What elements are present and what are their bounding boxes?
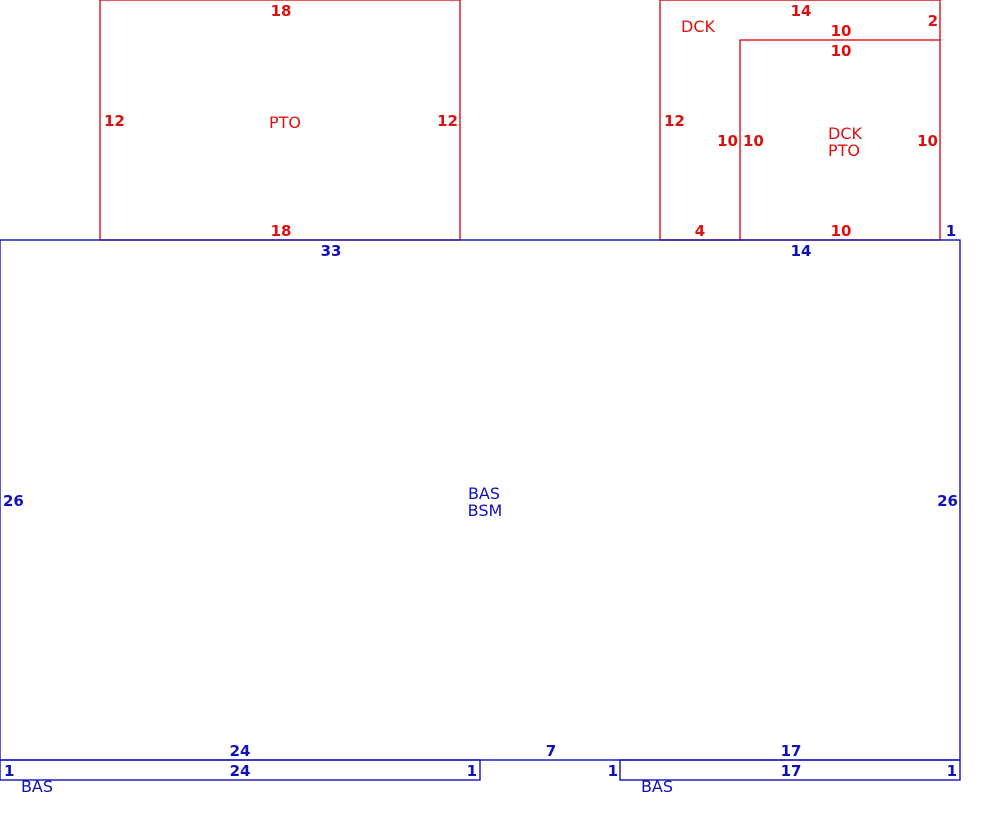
- bas-left-strip[interactable]: 24 1 1 BAS: [0, 759, 481, 796]
- deck-right-top-dim: 2: [928, 12, 938, 30]
- main-bottom-right-dim: 17: [781, 742, 802, 760]
- main-top-right-dim: 14: [791, 242, 812, 260]
- deck-pto-left-dim: 10: [743, 132, 764, 150]
- deck-bottom-dim: 4: [695, 222, 705, 240]
- bas-right-label: BAS: [641, 777, 673, 796]
- deck-pto-label-1: DCK: [828, 124, 862, 143]
- deck-pto-right-dim: 10: [917, 132, 938, 150]
- deck-outline: [659, 0, 940, 241]
- deck-pto-area[interactable]: 10 10 10 10 10 DCK PTO: [739, 22, 941, 241]
- bas-right-right-dim: 1: [947, 762, 957, 780]
- bas-left-label: BAS: [21, 777, 53, 796]
- bas-left-left-dim: 1: [4, 762, 14, 780]
- bas-right-top-dim: 17: [781, 762, 802, 780]
- bas-left-right-dim: 1: [467, 762, 477, 780]
- main-basement-area[interactable]: 33 14 26 26 BAS BSM 24 7 17: [0, 239, 961, 761]
- main-top-left-dim: 33: [321, 242, 342, 260]
- deck-pto-bottom-dim: 10: [831, 222, 852, 240]
- deck-inner-left-dim: 10: [717, 132, 738, 150]
- bas-right-strip[interactable]: 17 1 1 BAS: [608, 759, 961, 796]
- pto-left-top-dim: 18: [271, 2, 292, 20]
- bas-left-outline: [0, 759, 481, 781]
- pto-left-bottom-dim: 18: [271, 222, 292, 240]
- deck-top-dim: 14: [791, 2, 812, 20]
- main-left-dim: 26: [3, 492, 24, 510]
- pto-left-label: PTO: [269, 113, 301, 132]
- deck-left-dim: 12: [664, 112, 685, 130]
- deck-pto-label-2: PTO: [828, 141, 860, 160]
- main-label-2: BSM: [468, 501, 503, 520]
- pto-left-right-dim: 12: [437, 112, 458, 130]
- pto-left-area[interactable]: 18 12 12 18 PTO: [99, 0, 461, 241]
- main-bottom-left-dim: 24: [230, 742, 251, 760]
- deck-label: DCK: [681, 17, 715, 36]
- bas-right-outline: [619, 759, 961, 781]
- pto-left-left-dim: 12: [104, 112, 125, 130]
- deck-area[interactable]: DCK 14 2 12 10 4: [659, 0, 941, 241]
- main-right-dim: 26: [937, 492, 958, 510]
- main-label-1: BAS: [468, 484, 500, 503]
- main-bottom-mid-dim: 7: [546, 742, 556, 760]
- bas-left-top-dim: 24: [230, 762, 251, 780]
- deck-pto-top-inner-dim: 10: [831, 42, 852, 60]
- deck-pto-right-tail-dim: 1: [946, 222, 956, 240]
- deck-pto-top-outer-dim: 10: [831, 22, 852, 40]
- bas-right-left-dim: 1: [608, 762, 618, 780]
